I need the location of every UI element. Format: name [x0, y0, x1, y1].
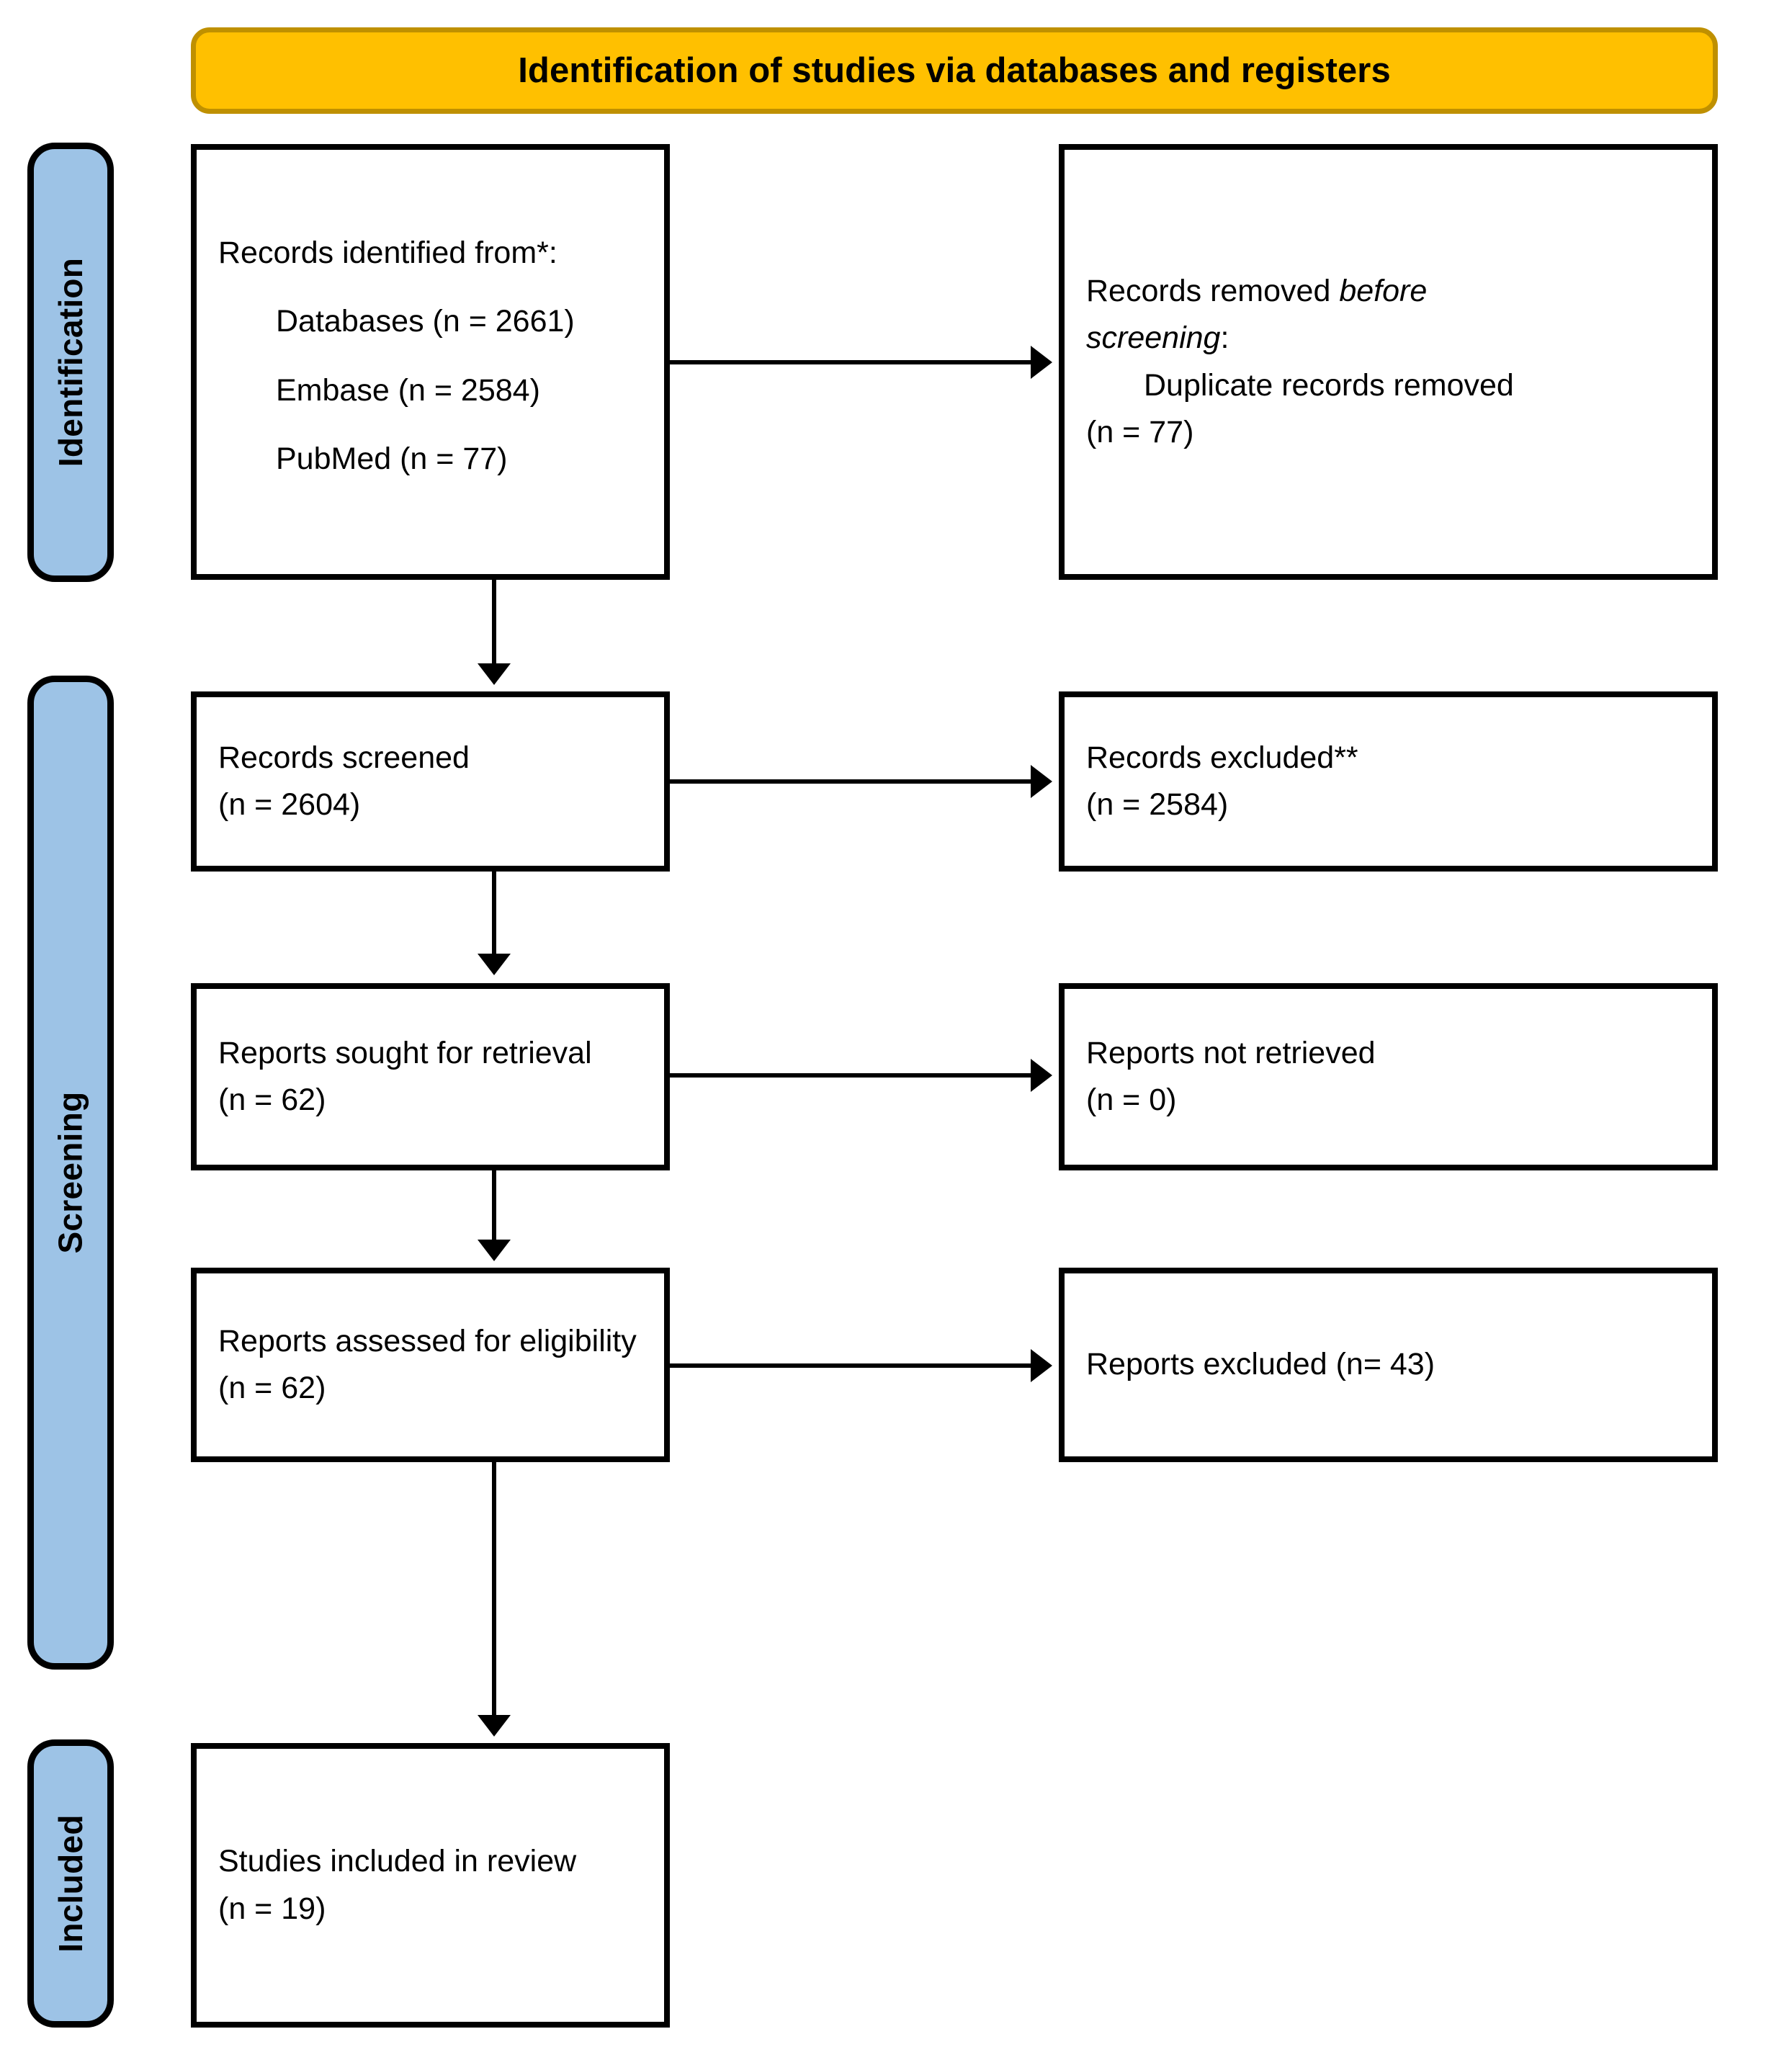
box-reports-excluded-text: Reports excluded (n= 43): [1086, 1341, 1690, 1388]
spacer: [218, 414, 642, 436]
diagram-header-banner: Identification of studies via databases …: [191, 27, 1718, 114]
box-records-screened-text: Records screened (n = 2604): [218, 735, 642, 829]
records-excluded-label: Records excluded**: [1086, 740, 1358, 775]
box-records-screened: Records screened (n = 2604): [191, 691, 670, 872]
records-removed-line2-suffix: :: [1220, 321, 1229, 356]
spacer: [218, 346, 642, 367]
box-reports-assessed-for-eligibility: Reports assessed for eligibility (n = 62…: [191, 1268, 670, 1462]
box-reports-not-retrieved-text: Reports not retrieved (n = 0): [1086, 1030, 1690, 1124]
stage-label-screening-text: Screening: [52, 1091, 90, 1254]
reports-not-retrieved-label: Reports not retrieved: [1086, 1035, 1376, 1070]
records-identified-heading: Records identified from*:: [218, 235, 557, 270]
box-studies-included-text: Studies included in review (n = 19): [218, 1838, 642, 1932]
box-records-removed-before-screening: Records removed before screening: Duplic…: [1059, 144, 1718, 580]
studies-included-label: Studies included in review: [218, 1844, 577, 1879]
records-removed-line1-italic: before: [1339, 273, 1428, 308]
records-excluded-count: (n = 2584): [1086, 787, 1229, 822]
box-records-removed-text: Records removed before screening: Duplic…: [1086, 268, 1690, 456]
box-records-excluded: Records excluded** (n = 2584): [1059, 691, 1718, 872]
stage-label-included: Included: [27, 1739, 114, 2028]
records-removed-line2-italic: screening: [1086, 321, 1221, 356]
records-screened-count: (n = 2604): [218, 787, 361, 822]
reports-assessed-label: Reports assessed for eligibility: [218, 1323, 637, 1358]
records-identified-item-databases: Databases (n = 2661): [276, 304, 575, 339]
arrow-assessed-to-reports-excluded: [670, 1363, 1034, 1368]
stage-label-identification: Identification: [27, 143, 114, 582]
arrow-screened-to-excluded: [670, 779, 1034, 784]
box-reports-assessed-text: Reports assessed for eligibility (n = 62…: [218, 1318, 642, 1412]
stage-label-included-text: Included: [52, 1814, 89, 1953]
stage-label-identification-text: Identification: [52, 257, 90, 467]
box-records-excluded-text: Records excluded** (n = 2584): [1086, 735, 1690, 829]
box-studies-included-in-review: Studies included in review (n = 19): [191, 1743, 670, 2028]
duplicate-records-removed-count: (n = 77): [1086, 414, 1194, 449]
studies-included-count: (n = 19): [218, 1891, 326, 1926]
box-reports-sought-for-retrieval: Reports sought for retrieval (n = 62): [191, 983, 670, 1170]
arrow-sought-to-assessed: [492, 1170, 496, 1242]
records-screened-label: Records screened: [218, 740, 470, 775]
arrow-identified-to-screened: [492, 580, 496, 666]
arrow-assessed-to-included: [492, 1462, 496, 1718]
records-identified-item-embase: Embase (n = 2584): [276, 372, 540, 408]
duplicate-records-removed-label: Duplicate records removed: [1144, 367, 1514, 403]
arrow-sought-to-not-retrieved: [670, 1073, 1034, 1078]
records-identified-item-pubmed: PubMed (n = 77): [276, 441, 508, 476]
box-records-identified: Records identified from*: Databases (n =…: [191, 144, 670, 580]
reports-assessed-count: (n = 62): [218, 1371, 326, 1405]
arrow-identified-to-removed: [670, 360, 1034, 364]
diagram-title: Identification of studies via databases …: [518, 51, 1391, 90]
box-reports-excluded: Reports excluded (n= 43): [1059, 1268, 1718, 1462]
records-removed-line1-prefix: Records removed: [1086, 273, 1340, 308]
box-reports-not-retrieved: Reports not retrieved (n = 0): [1059, 983, 1718, 1170]
reports-excluded-label: Reports excluded (n= 43): [1086, 1347, 1435, 1382]
box-reports-sought-text: Reports sought for retrieval (n = 62): [218, 1030, 642, 1124]
stage-label-screening: Screening: [27, 676, 114, 1670]
reports-not-retrieved-count: (n = 0): [1086, 1083, 1177, 1117]
box-records-identified-text: Records identified from*: Databases (n =…: [218, 230, 642, 483]
arrow-screened-to-sought: [492, 872, 496, 957]
reports-sought-label: Reports sought for retrieval: [218, 1035, 592, 1070]
reports-sought-count: (n = 62): [218, 1083, 326, 1117]
spacer: [218, 277, 642, 298]
